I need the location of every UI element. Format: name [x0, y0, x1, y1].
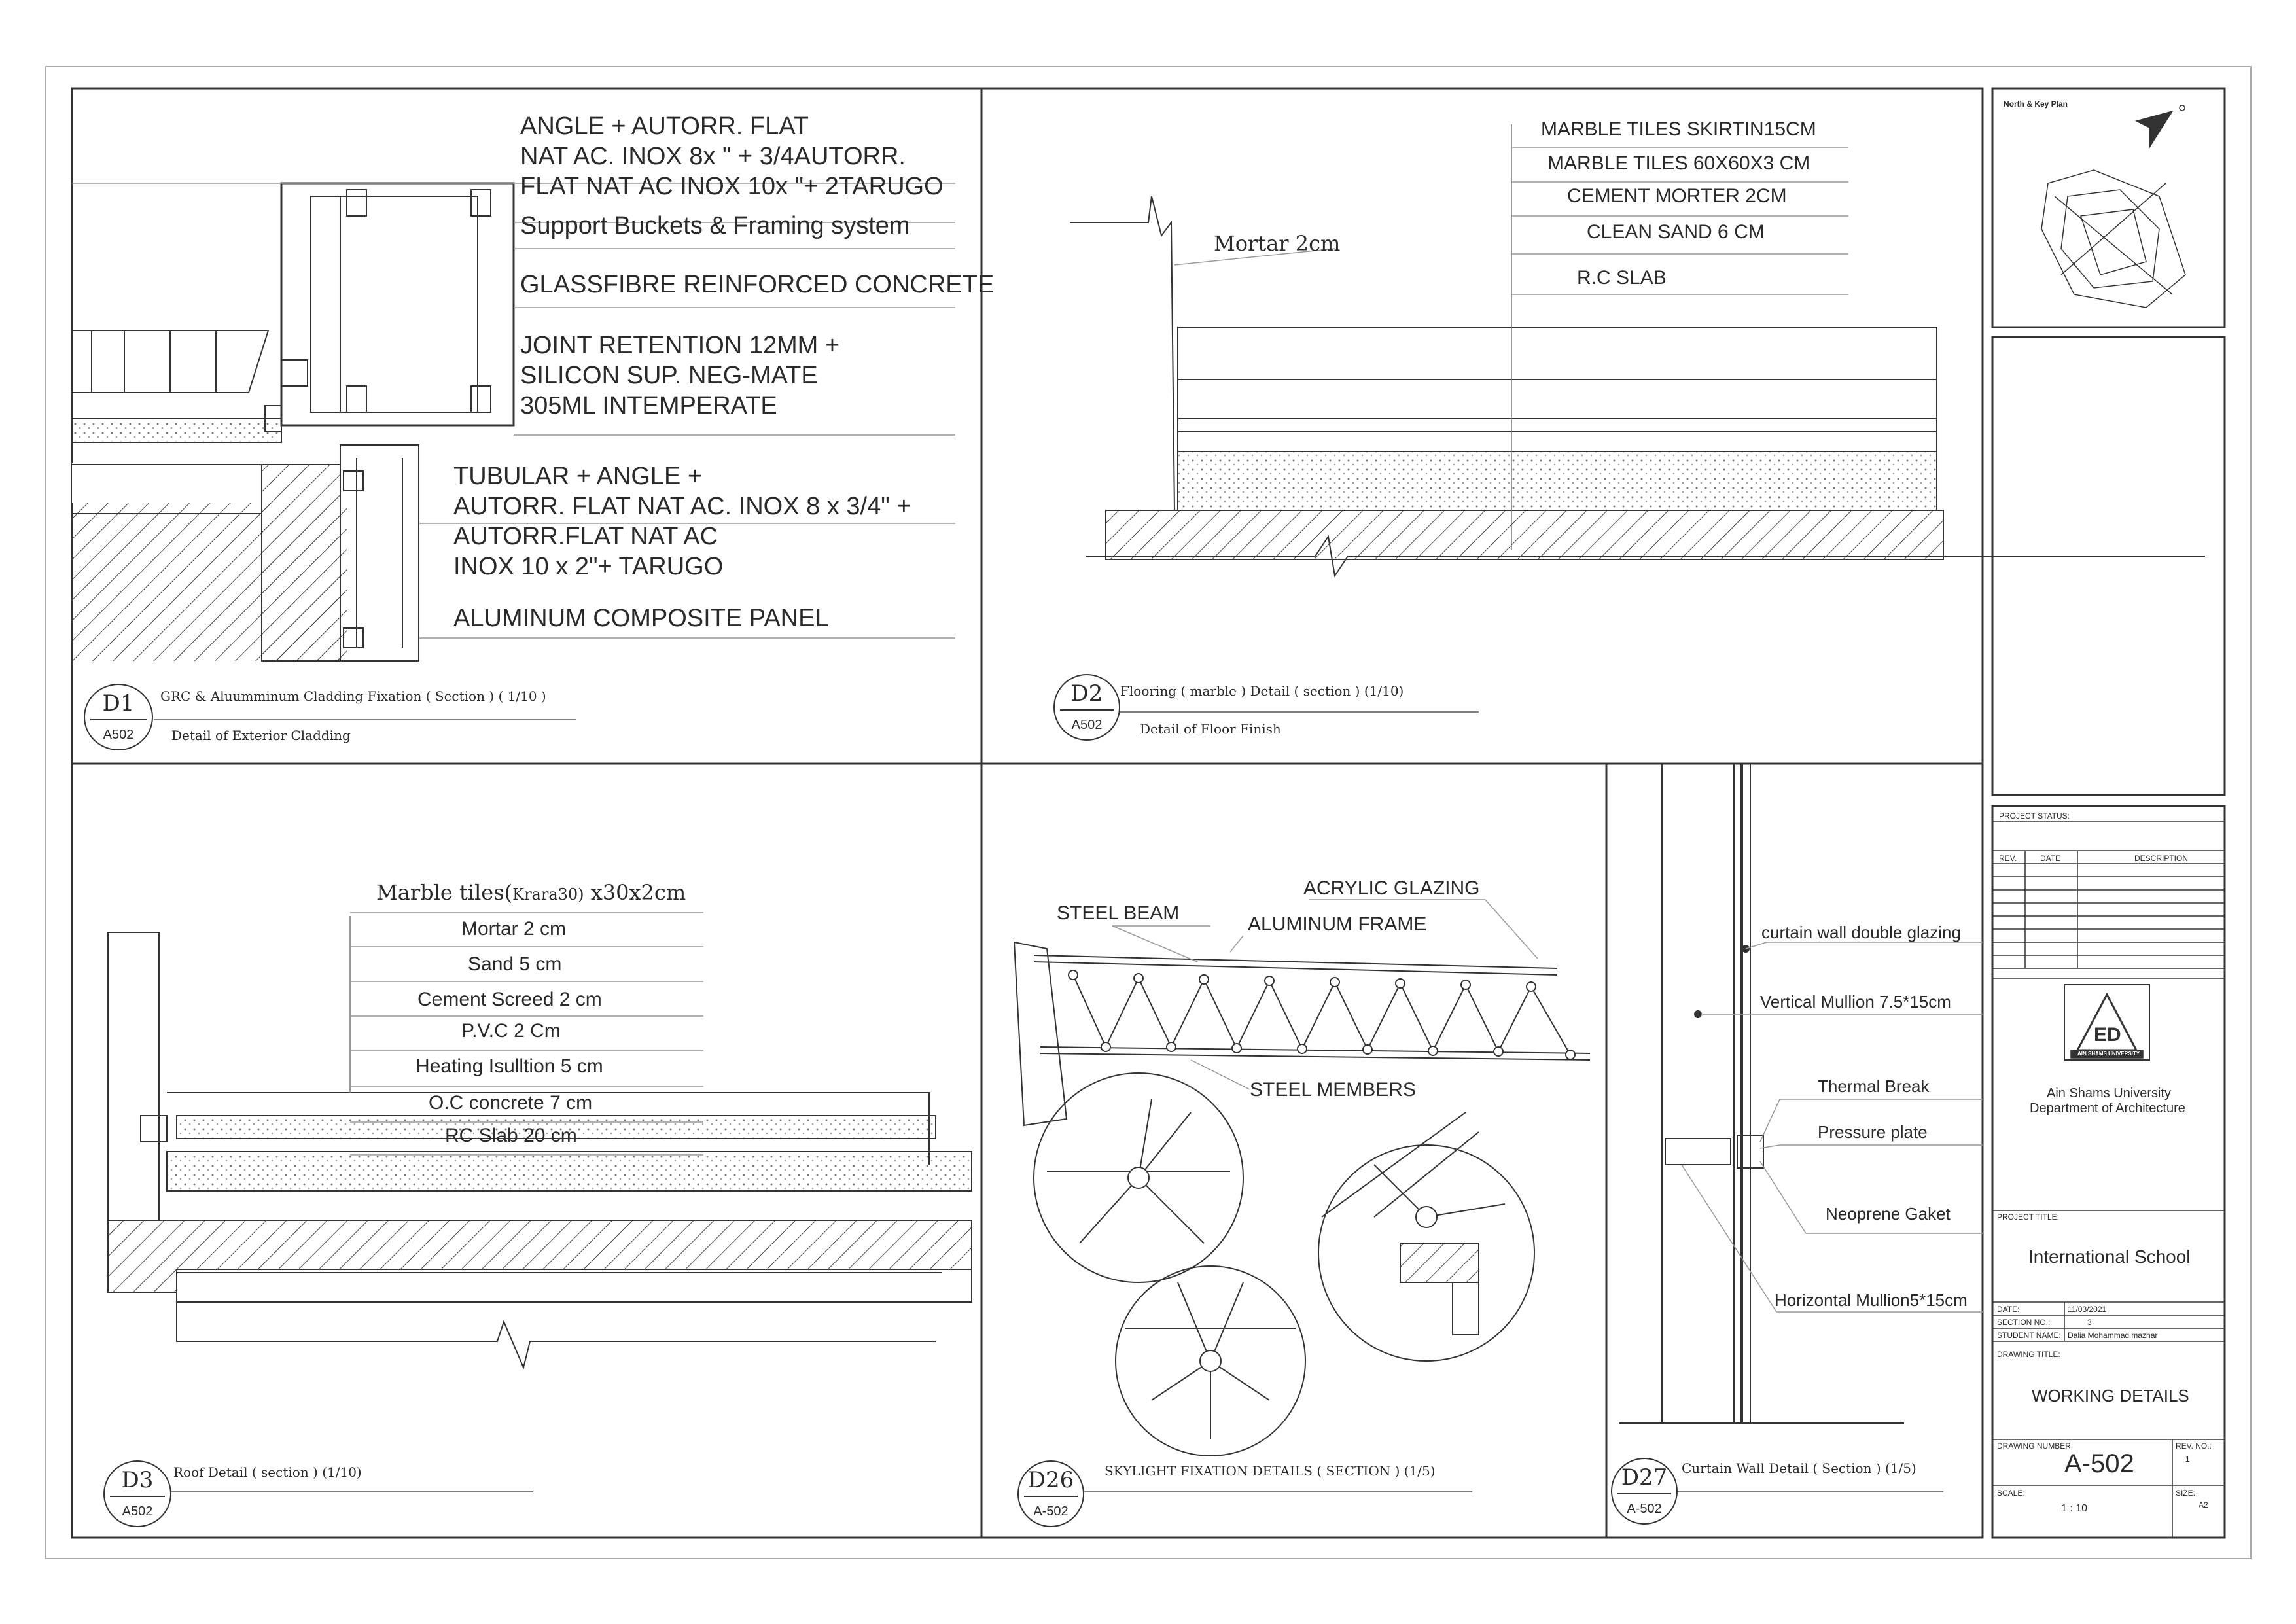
d3-layer-7: RC Slab 20 cm	[445, 1125, 577, 1146]
d2-label-3: CEMENT MORTER 2CM	[1567, 185, 1787, 207]
project-title-label: PROJECT TITLE:	[1997, 1212, 2059, 1222]
d1-label-6: JOINT RETENTION 12MM +	[520, 332, 840, 359]
d26-label-beam: STEEL BEAM	[1057, 902, 1180, 924]
project-status-label: PROJECT STATUS:	[1999, 811, 2070, 821]
d2-title: Flooring ( marble ) Detail ( section ) (…	[1120, 683, 1404, 699]
d27-detail-tag: D27 A-502	[1611, 1458, 1678, 1525]
d26-label-acrylic: ACRYLIC GLAZING	[1303, 877, 1480, 899]
rev-header: REV.	[1999, 854, 2017, 863]
d1-label-10: AUTORR. FLAT NAT AC. INOX 8 x 3/4" +	[453, 493, 911, 520]
d1-label-4: Support Buckets & Framing system	[520, 212, 910, 239]
d27-tag-number: D27	[1621, 1464, 1668, 1491]
d2-detail-tag: D2 A502	[1053, 674, 1120, 741]
d2-subtitle: Detail of Floor Finish	[1140, 721, 1281, 737]
drawing-title: WORKING DETAILS	[2032, 1386, 2189, 1405]
d3-title: Roof Detail ( section ) (1/10)	[173, 1464, 362, 1480]
student-value: Dalia Mohammad mazhar	[2068, 1331, 2158, 1340]
section-label: SECTION NO.:	[1997, 1318, 2051, 1327]
d3-tag-sheet: A502	[122, 1504, 153, 1519]
d2-label-5: R.C SLAB	[1577, 267, 1667, 289]
d1-label-13: ALUMINUM COMPOSITE PANEL	[453, 605, 829, 632]
d27-tag-sheet: A-502	[1627, 1502, 1662, 1516]
d3-layer-6: O.C concrete 7 cm	[429, 1092, 593, 1114]
d1-label-11: AUTORR.FLAT NAT AC	[453, 523, 718, 550]
scale-value: 1 : 10	[2061, 1503, 2088, 1514]
size-label: SIZE:	[2176, 1489, 2196, 1498]
d26-label-members: STEEL MEMBERS	[1250, 1079, 1416, 1101]
logo-subtext: AIN SHAMS UNIVERSITY	[2077, 1051, 2140, 1057]
d3-layer-5: Heating Isulltion 5 cm	[415, 1055, 603, 1077]
d26-label-frame: ALUMINUM FRAME	[1248, 913, 1427, 935]
date-header: DATE	[2040, 854, 2061, 863]
d1-label-2: NAT AC. INOX 8x " + 3/4AUTORR.	[520, 143, 906, 170]
d2-tag-number: D2	[1070, 680, 1103, 707]
d1-subtitle: Detail of Exterior Cladding	[171, 728, 351, 743]
d2-label-4: CLEAN SAND 6 CM	[1587, 221, 1765, 243]
size-value: A2	[2199, 1500, 2208, 1509]
d1-title: GRC & Aluumminum Cladding Fixation ( Sec…	[160, 688, 546, 704]
d3-layer-2: Sand 5 cm	[468, 953, 562, 975]
student-label: STUDENT NAME:	[1997, 1331, 2061, 1340]
drawing-number-label: DRAWING NUMBER:	[1997, 1441, 2074, 1451]
d27-title: Curtain Wall Detail ( Section ) (1/5)	[1682, 1460, 1916, 1476]
d2-tag-sheet: A502	[1071, 718, 1103, 732]
d3-header-end: x30x2cm	[584, 880, 686, 905]
d1-tag-sheet: A502	[103, 728, 134, 742]
rev-no-label: REV. NO.:	[2176, 1441, 2212, 1451]
drawing-title-label: DRAWING TITLE:	[1997, 1350, 2060, 1359]
section-value: 3	[2087, 1318, 2092, 1327]
d3-header-small: Krara30)	[512, 885, 584, 904]
d27-label-hmullion: Horizontal Mullion5*15cm	[1775, 1290, 1968, 1310]
d26-tag-number: D26	[1027, 1467, 1074, 1493]
scale-label: SCALE:	[1997, 1489, 2025, 1498]
d27-label-neoprene: Neoprene Gaket	[1826, 1204, 1951, 1224]
description-header: DESCRIPTION	[2134, 854, 2189, 863]
rev-no-value: 1	[2185, 1455, 2190, 1464]
d3-detail-tag: D3 A502	[103, 1460, 171, 1527]
d1-label-8: 305ML INTEMPERATE	[520, 392, 777, 419]
d2-label-2: MARBLE TILES 60X60X3 CM	[1547, 152, 1810, 174]
project-title: International School	[2028, 1246, 2191, 1267]
d1-label-12: INOX 10 x 2"+ TARUGO	[453, 553, 724, 580]
d27-label-pressure: Pressure plate	[1818, 1122, 1928, 1142]
d27-label-vmullion: Vertical Mullion 7.5*15cm	[1760, 992, 1951, 1012]
d2-label-1: MARBLE TILES SKIRTIN15CM	[1541, 118, 1816, 140]
d3-layer-1: Mortar 2 cm	[461, 918, 567, 940]
north-key-plan-label: North & Key Plan	[2004, 99, 2068, 109]
d26-title: SKYLIGHT FIXATION DETAILS ( SECTION ) (1…	[1104, 1463, 1436, 1479]
d27-label-glazing: curtain wall double glazing	[1761, 923, 1961, 942]
drawing-number: A-502	[2064, 1449, 2134, 1478]
date-label: DATE:	[1997, 1305, 2020, 1314]
d3-tag-number: D3	[121, 1467, 154, 1493]
d3-layer-3: Cement Screed 2 cm	[417, 989, 602, 1010]
d1-label-7: SILICON SUP. NEG-MATE	[520, 362, 818, 389]
d1-tag-number: D1	[102, 690, 135, 716]
d3-header-main: Marble tiles(	[376, 880, 513, 905]
d3-layer-4: P.V.C 2 Cm	[461, 1020, 561, 1042]
d26-tag-sheet: A-502	[1033, 1504, 1069, 1519]
d1-label-9: TUBULAR + ANGLE +	[453, 463, 703, 490]
d27-label-thermal: Thermal Break	[1818, 1076, 1930, 1096]
university-name: Ain Shams University	[2047, 1086, 2172, 1101]
d1-label-5: GLASSFIBRE REINFORCED CONCRETE	[520, 271, 995, 298]
date-value: 11/03/2021	[2068, 1305, 2107, 1314]
logo-text: ED	[2094, 1024, 2121, 1046]
d2-mortar-label: Mortar 2cm	[1214, 231, 1341, 256]
d26-detail-tag: D26 A-502	[1017, 1460, 1084, 1527]
d1-label-3: FLAT NAT AC INOX 10x "+ 2TARUGO	[520, 173, 944, 200]
d1-detail-tag: D1 A502	[84, 684, 153, 750]
department-name: Department of Architecture	[2030, 1101, 2185, 1116]
d3-header: Marble tiles(Krara30) x30x2cm	[376, 880, 686, 905]
d1-label-1: ANGLE + AUTORR. FLAT	[520, 113, 809, 140]
